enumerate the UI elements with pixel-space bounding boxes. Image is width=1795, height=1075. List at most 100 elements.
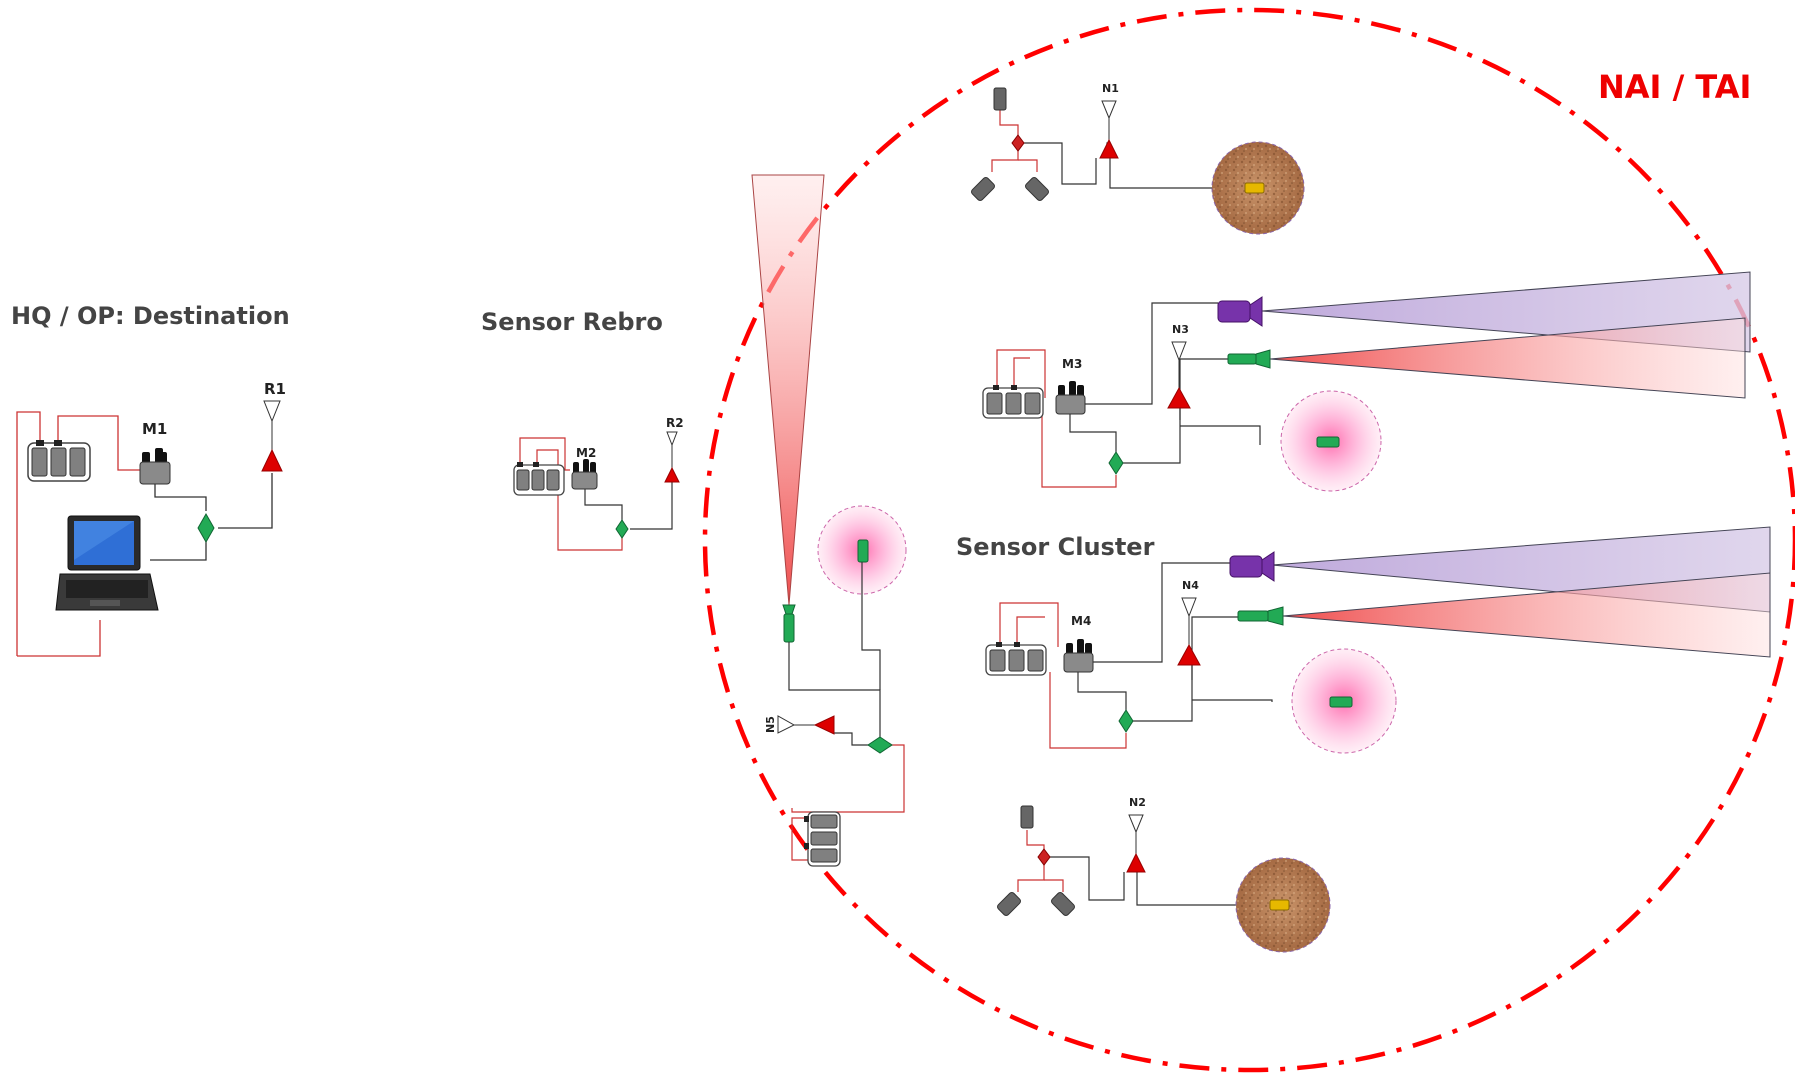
laptop-icon	[55, 515, 159, 611]
m4-data-wire	[1192, 699, 1273, 702]
n1-data-wire	[1024, 142, 1097, 185]
node-label-r1: R1	[264, 380, 286, 398]
node-label-m4: M4	[1071, 614, 1091, 628]
m4-power-cable	[999, 602, 1059, 647]
antenna-icon	[777, 715, 835, 735]
cluster-m4: M4 N4	[985, 526, 1771, 754]
m4-power-cable	[1049, 672, 1127, 749]
n2-cable	[1017, 870, 1045, 892]
antenna-icon	[261, 400, 283, 472]
sentry-power-cable	[791, 744, 905, 813]
hub-icon	[1037, 848, 1051, 866]
hq-power-cable	[57, 415, 140, 471]
sensor-icon	[1316, 436, 1340, 448]
antenna-icon	[1177, 597, 1201, 666]
radio-module-icon	[1055, 381, 1086, 415]
rebro-power-cable	[519, 437, 570, 471]
node-label-m1: M1	[142, 420, 167, 438]
n2-cable	[1044, 879, 1064, 892]
hq-laptop-cable	[17, 620, 101, 657]
seismic-sensor-icon	[1244, 182, 1265, 194]
cluster-title: Sensor Cluster	[956, 533, 1155, 561]
geophone-icon	[997, 892, 1021, 916]
sentry-data-wire	[788, 642, 881, 741]
cluster-m3: M3 N3	[982, 271, 1751, 492]
hq-data-wire	[154, 484, 207, 511]
sensor-beam	[1269, 317, 1746, 399]
m4-data-wire	[1191, 616, 1238, 680]
m4-data-wire	[1093, 562, 1230, 663]
rebro-group: M2 R2	[513, 416, 684, 551]
geophone-icon	[993, 87, 1007, 111]
sensor-beam	[751, 174, 825, 606]
n1-cable	[991, 150, 1019, 172]
m3-power-cable	[1041, 415, 1117, 488]
m4-power-cable	[1016, 616, 1045, 645]
battery-pack-icon	[804, 811, 841, 867]
n2-cable	[1026, 830, 1045, 870]
radio-module-icon	[1063, 639, 1094, 673]
rebro-power-cable	[536, 449, 623, 551]
sensor-icon	[1237, 606, 1284, 626]
geophone-icon	[1025, 177, 1049, 201]
hq-data-wire	[218, 473, 273, 529]
node-label-r2: R2	[666, 416, 684, 430]
m4-data-wire	[1077, 672, 1127, 710]
hq-power-cable	[16, 411, 41, 656]
geophone-group-n1: N1	[971, 82, 1305, 235]
rebro-title: Sensor Rebro	[481, 308, 663, 336]
hub-icon	[1011, 134, 1025, 152]
seismic-sensor-icon	[1269, 899, 1290, 911]
sensor-icon	[1329, 696, 1353, 708]
hub-icon	[867, 736, 893, 754]
battery-pack-icon	[27, 440, 91, 482]
node-label-m2: M2	[576, 446, 596, 460]
hub-icon	[1118, 709, 1134, 733]
hq-group: M1 R1	[16, 380, 286, 657]
node-label-m3: M3	[1062, 357, 1082, 371]
geophone-icon	[1020, 805, 1034, 829]
m3-data-wire	[1069, 414, 1117, 452]
sentry-data-wire	[861, 562, 881, 690]
hub-icon	[615, 519, 629, 539]
antenna-icon	[1167, 341, 1191, 409]
battery-pack-icon	[985, 642, 1047, 676]
n2-data-wire	[1050, 856, 1125, 901]
n1-cable	[1018, 159, 1038, 172]
sensor-icon	[1227, 349, 1271, 369]
node-label-n4: N4	[1182, 579, 1199, 592]
zone-title: NAI / TAI	[1598, 68, 1752, 106]
battery-pack-icon	[982, 385, 1044, 419]
sensor-beam	[1282, 572, 1771, 658]
geophone-group-n2: N2	[997, 796, 1331, 953]
node-label-n5: N5	[764, 716, 777, 733]
node-label-n1: N1	[1102, 82, 1119, 95]
camera-icon	[1217, 296, 1263, 327]
hq-title: HQ / OP: Destination	[11, 302, 290, 330]
antenna-icon	[1126, 814, 1146, 873]
sensor-icon	[782, 604, 796, 643]
m3-data-wire	[1123, 400, 1181, 464]
m4-data-wire	[1133, 660, 1193, 722]
m3-data-wire	[1085, 302, 1218, 405]
battery-pack-icon	[513, 462, 565, 496]
rebro-data-wire	[630, 482, 673, 530]
m3-power-cable	[1013, 357, 1030, 392]
nai-tai-zone-boundary	[702, 7, 1795, 1073]
sensor-icon	[857, 539, 869, 563]
radio-module-icon	[139, 448, 171, 485]
radio-module-icon	[571, 459, 598, 490]
camera-icon	[1229, 551, 1275, 582]
antenna-icon	[1099, 100, 1119, 159]
m3-power-cable	[996, 349, 1046, 398]
hub-icon	[1108, 451, 1124, 475]
antenna-icon	[664, 431, 680, 483]
sentry-data-wire	[832, 723, 871, 746]
geophone-icon	[971, 177, 995, 201]
node-label-n3: N3	[1172, 323, 1189, 336]
m3-data-wire	[1180, 425, 1261, 445]
sentry-power-cable	[791, 817, 810, 861]
geophone-icon	[1051, 892, 1075, 916]
m3-data-wire	[1179, 358, 1228, 420]
